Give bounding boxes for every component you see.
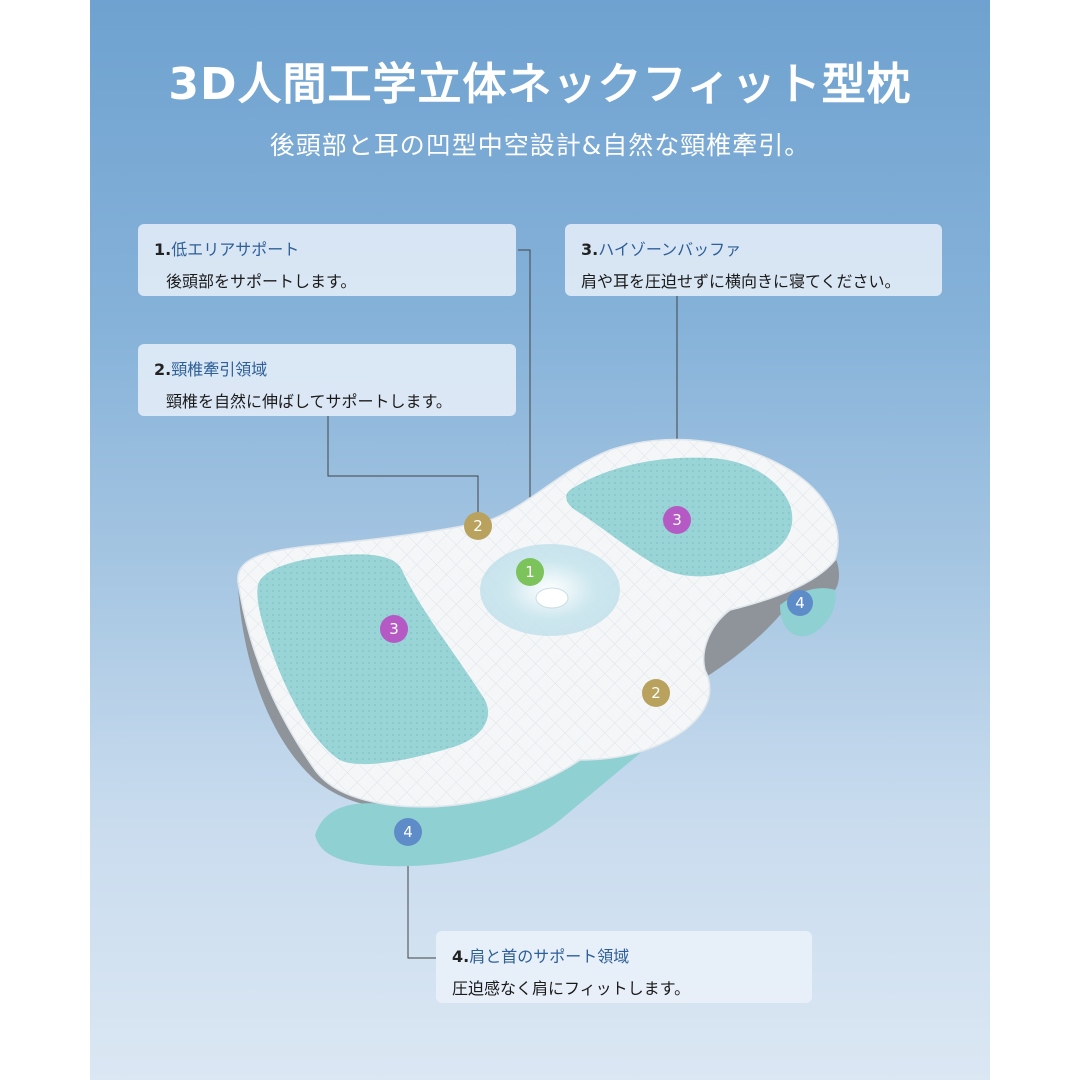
- marker-1-label: 1: [525, 563, 535, 581]
- center-hole: [535, 587, 569, 609]
- callout-1-title: 低エリアサポート: [171, 240, 300, 259]
- callout-4-description: 圧迫感なく肩にフィットします。: [452, 979, 691, 998]
- callout-3-heading: 3.ハイゾーンバッファ: [581, 236, 926, 260]
- leader-line-2: [327, 416, 479, 526]
- callout-4-title: 肩と首のサポート領域: [469, 947, 630, 966]
- leader-line-4: [407, 832, 436, 959]
- marker-3-left-circle: [380, 615, 408, 643]
- marker-4-right: 4: [787, 590, 813, 616]
- marker-1-circle: [516, 558, 544, 586]
- marker-4-front-circle: [394, 818, 422, 846]
- page-title: 3D人間工学立体ネックフィット型枕: [168, 59, 912, 110]
- callout-4-number: 4.: [452, 947, 470, 966]
- callout-shoulder-neck-support: 4.肩と首のサポート領域 圧迫感なく肩にフィットします。: [436, 931, 812, 1003]
- marker-2-bottom-label: 2: [651, 684, 661, 702]
- callout-1-number: 1.: [154, 240, 172, 259]
- marker-4-right-circle: [787, 590, 813, 616]
- marker-3-left-label: 3: [389, 620, 399, 638]
- callout-3-description: 肩や耳を圧迫せずに横向きに寝てください。: [581, 272, 901, 291]
- marker-2-bottom: 2: [642, 679, 670, 707]
- marker-4-front-label: 4: [403, 823, 413, 841]
- marker-2-top-circle: [464, 512, 492, 540]
- marker-1: 1: [516, 558, 544, 586]
- callout-1-description: 後頭部をサポートします。: [166, 272, 357, 291]
- marker-2-bottom-circle: [642, 679, 670, 707]
- marker-3-left: 3: [380, 615, 408, 643]
- callout-4-heading: 4.肩と首のサポート領域: [452, 943, 796, 967]
- left-high-zone: [257, 554, 489, 765]
- page-subtitle: 後頭部と耳の凹型中空設計&自然な頸椎牽引。: [269, 131, 811, 160]
- callout-3-title: ハイゾーンバッファ: [598, 240, 742, 259]
- markers: 1 2 3 2 3 4 4: [380, 506, 813, 846]
- callout-cervical-traction: 2.頸椎牽引領域 頸椎を自然に伸ばしてサポートします。: [138, 344, 516, 416]
- marker-3-right-circle: [663, 506, 691, 534]
- marker-4-right-label: 4: [795, 594, 805, 612]
- callout-2-title: 頸椎牽引領域: [171, 360, 268, 379]
- callout-high-zone-buffer: 3.ハイゾーンバッファ 肩や耳を圧迫せずに横向きに寝てください。: [565, 224, 942, 296]
- marker-3-right: 3: [663, 506, 691, 534]
- callout-low-area-support: 1.低エリアサポート 後頭部をサポートします。: [138, 224, 516, 296]
- callout-2-heading: 2.頸椎牽引領域: [154, 356, 500, 380]
- callout-3-number: 3.: [581, 240, 599, 259]
- leader-line-1: [518, 249, 531, 572]
- marker-3-right-label: 3: [672, 511, 682, 529]
- product-panel: 1 2 3 2 3 4 4: [90, 0, 990, 1080]
- callout-2-description: 頸椎を自然に伸ばしてサポートします。: [166, 392, 452, 411]
- callout-2-number: 2.: [154, 360, 172, 379]
- pillow-illustration: 1 2 3 2 3 4 4: [237, 249, 840, 959]
- callout-1-heading: 1.低エリアサポート: [154, 236, 500, 260]
- leader-lines: [327, 249, 678, 959]
- marker-4-front: 4: [394, 818, 422, 846]
- marker-2-top: 2: [464, 512, 492, 540]
- marker-2-top-label: 2: [473, 517, 483, 535]
- pillow: [237, 438, 840, 867]
